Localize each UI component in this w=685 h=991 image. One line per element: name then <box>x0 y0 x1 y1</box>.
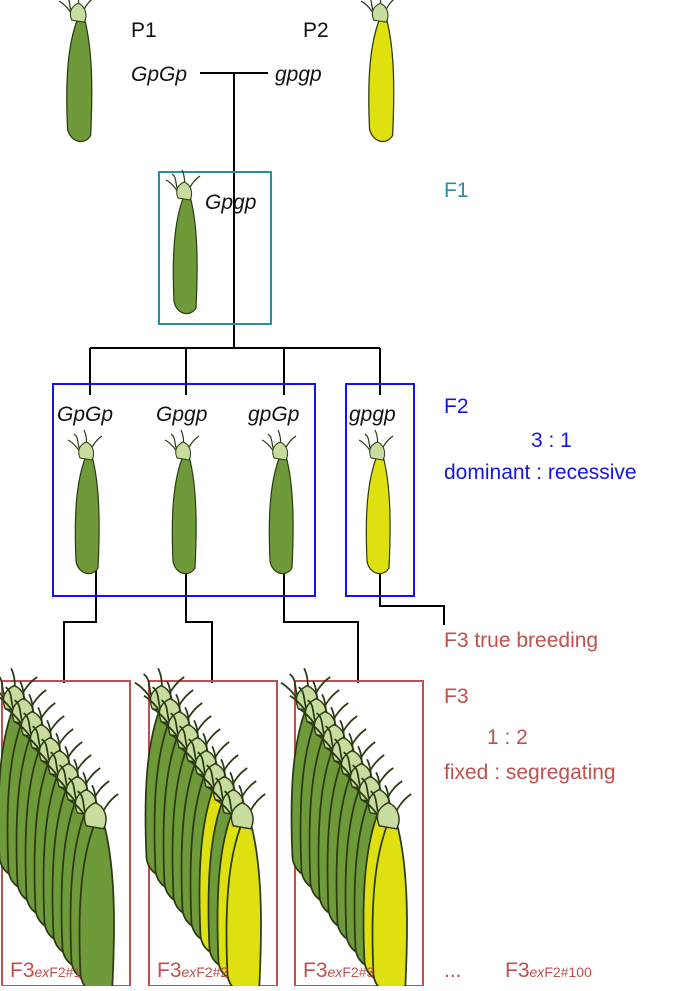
f3-caption-3-ex: ex <box>327 964 343 980</box>
f3-true-breeding-label: F3 true breeding <box>444 629 599 652</box>
f3-caption-3-prefix: F3 <box>303 959 328 982</box>
f2-ratio: 3 : 1 <box>531 429 572 452</box>
p2-pod-icon <box>360 0 398 143</box>
f2-pod-icon-4 <box>358 429 394 575</box>
f3-ellipsis: ... <box>444 959 462 982</box>
f3-caption-1: F3exF2#1 <box>10 960 81 981</box>
f3-true-breeding-line <box>379 570 445 625</box>
f3-caption-2-suffix: F2#2 <box>196 964 229 980</box>
f2-recessive-box <box>345 383 415 597</box>
f3-caption-last-prefix: F3 <box>505 959 530 982</box>
p2-genotype: gpgp <box>275 63 322 86</box>
f3-caption-last: F3exF2#100 <box>505 960 592 981</box>
f1-label: F1 <box>444 179 469 202</box>
f3-line-2 <box>185 570 213 683</box>
f3-label: F3 <box>444 685 469 708</box>
f2-label: F2 <box>444 395 469 418</box>
f1-genotype: Gpgp <box>205 191 257 214</box>
f3-ratio-description: fixed : segregating <box>444 761 616 784</box>
f3-caption-2-prefix: F3 <box>157 959 182 982</box>
p2-label: P2 <box>303 19 329 42</box>
f2-genotype-2: Gpgp <box>156 403 208 426</box>
f2-genotype-3: gpGp <box>248 403 300 426</box>
f3-caption-last-suffix: F2#100 <box>544 964 592 980</box>
f3-caption-3-suffix: F2#3 <box>342 964 375 980</box>
f2-genotype-4: gpgp <box>349 403 396 426</box>
f3-caption-2: F3exF2#2 <box>157 960 228 981</box>
f3-caption-3: F3exF2#3 <box>303 960 374 981</box>
p1-label: P1 <box>131 19 157 42</box>
p1-pod-icon <box>58 0 96 143</box>
f2-genotype-1: GpGp <box>57 403 114 426</box>
f2-pod-icon-1 <box>67 429 103 575</box>
cross-lines <box>63 72 445 683</box>
f3-caption-1-prefix: F3 <box>10 959 35 982</box>
p1-genotype: GpGp <box>131 63 188 86</box>
f1-pod-icon <box>165 169 201 315</box>
f2-pod-icon-3 <box>261 429 297 575</box>
f3-caption-last-ex: ex <box>529 964 545 980</box>
f3-line-1 <box>63 570 97 683</box>
f1-box <box>158 171 272 325</box>
f2-pod-icon-2 <box>164 429 200 575</box>
f2-dominant-box <box>52 383 316 597</box>
f3-ratio: 1 : 2 <box>487 726 528 749</box>
pods-layer <box>0 0 413 991</box>
f3-caption-2-ex: ex <box>181 964 197 980</box>
f3-caption-1-suffix: F2#1 <box>49 964 82 980</box>
f2-ratio-description: dominant : recessive <box>444 461 637 484</box>
f3-caption-1-ex: ex <box>34 964 50 980</box>
